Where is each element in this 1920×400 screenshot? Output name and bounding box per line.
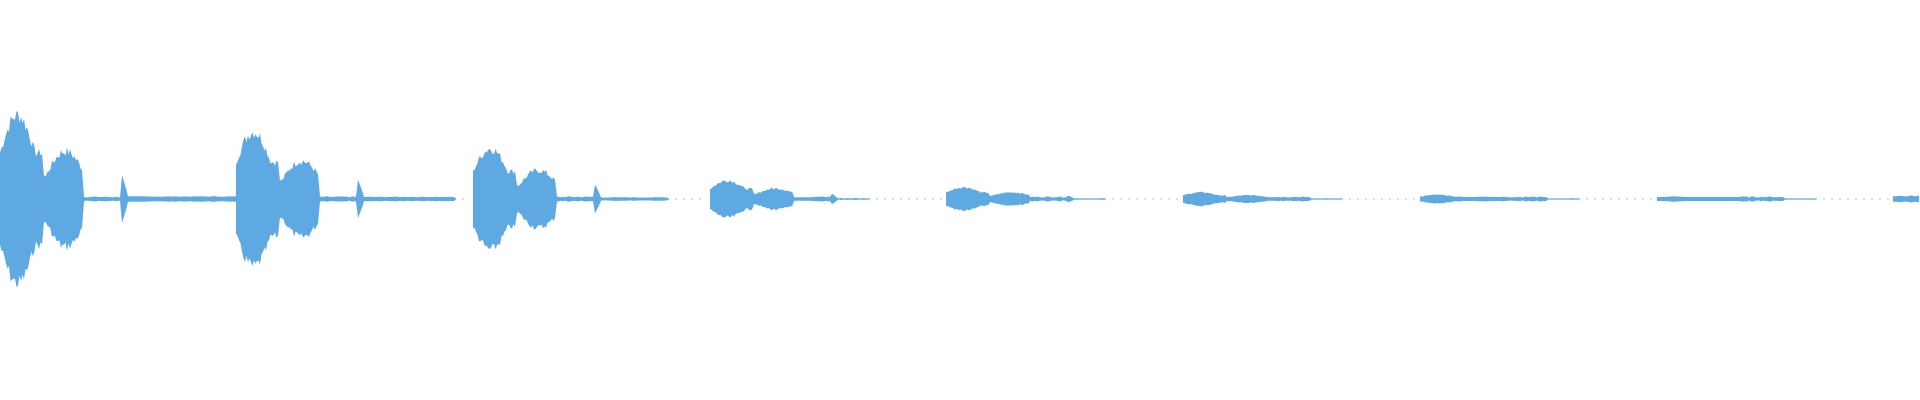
waveform-burst-3 xyxy=(473,148,669,250)
waveform-burst-9 xyxy=(1893,195,1919,203)
waveform-segments xyxy=(0,110,1919,288)
waveform-burst-4 xyxy=(710,180,870,218)
waveform-burst-7 xyxy=(1420,194,1580,204)
waveform-burst-2 xyxy=(236,132,456,266)
waveform-burst-6 xyxy=(1183,191,1343,207)
waveform-burst-1 xyxy=(0,110,244,288)
waveform-burst-5 xyxy=(946,186,1106,212)
waveform-burst-8 xyxy=(1657,196,1817,202)
